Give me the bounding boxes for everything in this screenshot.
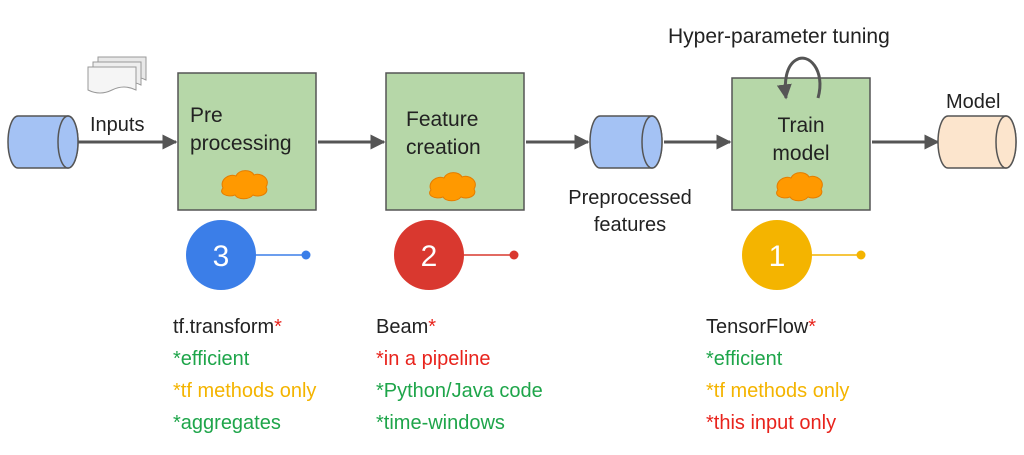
list-item-text: *efficient xyxy=(173,348,250,370)
list-item: *time-windows xyxy=(376,407,543,439)
beam-list: Beam* *in a pipeline *Python/Java code *tim… xyxy=(376,311,543,439)
cloud-icon xyxy=(776,172,823,202)
list-item-text: tf.transform xyxy=(173,316,275,338)
stage-train-line-2: model xyxy=(772,142,829,165)
inputs-label: Inputs xyxy=(90,114,144,136)
list-item-text: *in a pipeline xyxy=(376,348,491,370)
badge-1: 1 xyxy=(742,220,866,290)
stage-preprocessing-line-1: Pre xyxy=(190,104,223,127)
list-item-text: *Python/Java code xyxy=(376,380,543,402)
asterisk-marker: * xyxy=(274,316,282,338)
hyper-parameter-label: Hyper-parameter tuning xyxy=(668,25,890,48)
list-item: *efficient xyxy=(706,343,849,375)
list-item-text: *efficient xyxy=(706,348,783,370)
list-item: *tf methods only xyxy=(173,375,316,407)
list-item: TensorFlow* xyxy=(706,311,849,343)
stage-feature-line-2: creation xyxy=(406,136,481,159)
list-item: *tf methods only xyxy=(706,375,849,407)
asterisk-marker: * xyxy=(808,316,817,338)
asterisk-marker: * xyxy=(428,316,437,338)
hyper-parameter-loop-arrow xyxy=(776,56,822,100)
preprocessed-features-cylinder xyxy=(589,115,663,169)
preprocessed-label-line-2: features xyxy=(594,214,666,236)
list-item: *this input only xyxy=(706,407,849,439)
preprocessed-label-line-1: Preprocessed xyxy=(568,187,691,209)
badge-3: 3 xyxy=(186,220,311,290)
tf-transform-list: tf.transform* *efficient *tf methods only *… xyxy=(173,311,316,439)
list-item-text: *tf methods only xyxy=(706,380,850,402)
input-data-cylinder xyxy=(7,115,79,169)
badge-1-number: 1 xyxy=(769,240,786,273)
list-item-text: *tf methods only xyxy=(173,380,317,402)
badge-2-number: 2 xyxy=(421,240,438,273)
cloud-icon xyxy=(221,170,268,200)
stage-train-model: Train model xyxy=(731,77,871,211)
list-item-text: Beam xyxy=(376,316,429,338)
stage-train-line-1: Train xyxy=(777,114,824,137)
list-item: *Python/Java code xyxy=(376,375,543,407)
badge-2: 2 xyxy=(394,220,519,290)
stage-feature-line-1: Feature xyxy=(406,108,478,131)
list-item-text: TensorFlow xyxy=(706,316,809,338)
cloud-icon xyxy=(429,172,476,202)
list-item: *in a pipeline xyxy=(376,343,543,375)
documents-icon xyxy=(87,56,147,94)
tensorflow-list: TensorFlow* *efficient *tf methods only *th… xyxy=(706,311,849,439)
stage-preprocessing: Pre processing xyxy=(177,72,317,211)
badge-3-number: 3 xyxy=(213,240,230,273)
list-item: *efficient xyxy=(173,343,316,375)
stage-preprocessing-line-2: processing xyxy=(190,132,292,155)
model-label: Model xyxy=(946,91,1000,113)
stage-feature-creation: Feature creation xyxy=(385,72,525,211)
list-item: *aggregates xyxy=(173,407,316,439)
list-item: tf.transform* xyxy=(173,311,316,343)
model-cylinder xyxy=(937,115,1017,169)
list-item-text: *time-windows xyxy=(376,412,505,434)
list-item-text: *aggregates xyxy=(173,412,281,434)
list-item-text: *this input only xyxy=(706,412,837,434)
list-item: Beam* xyxy=(376,311,543,343)
